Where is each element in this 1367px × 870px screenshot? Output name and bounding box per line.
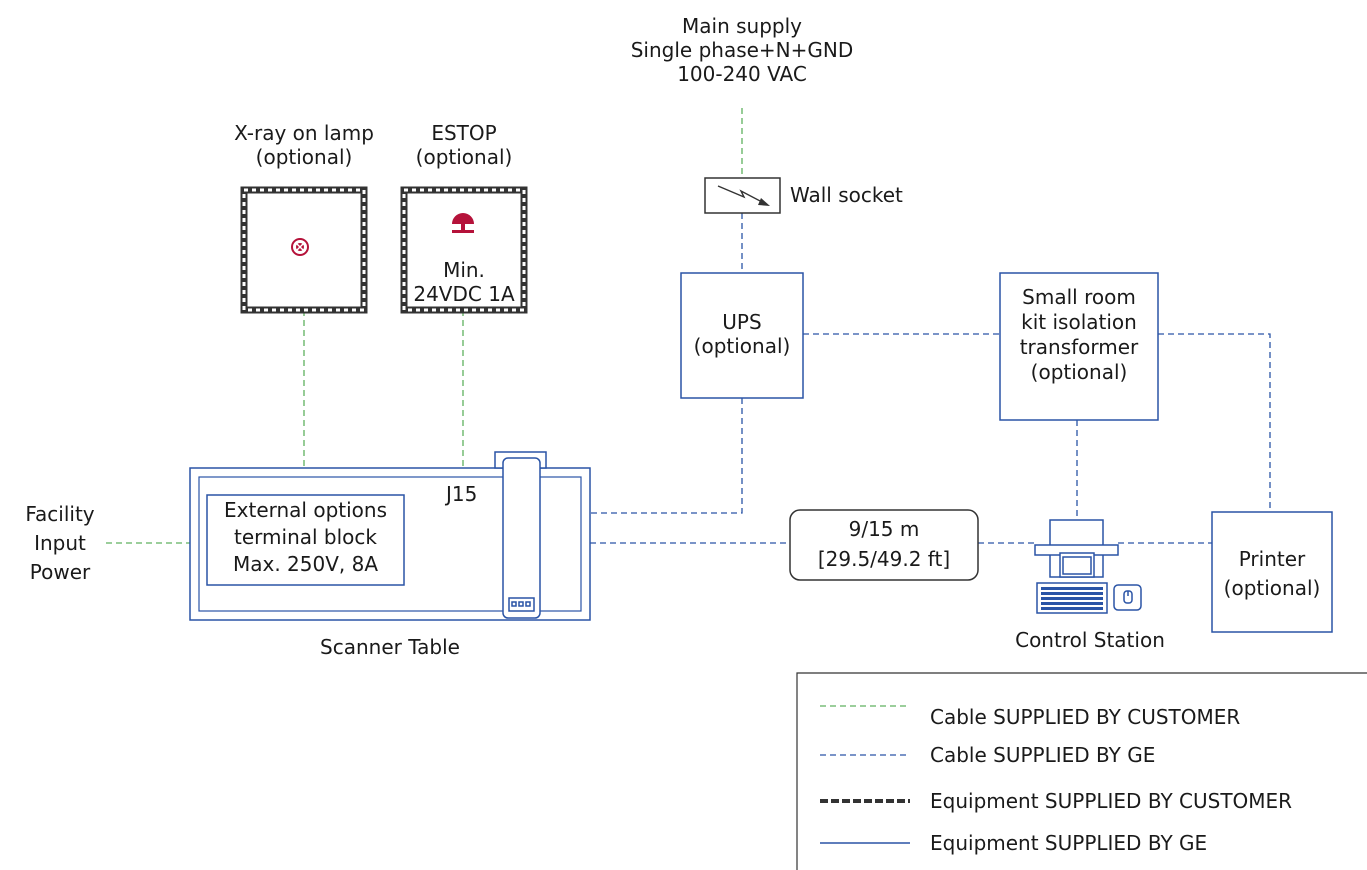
cable-length-line2: [29.5/49.2 ft] [817,547,951,571]
xray-lamp-label: X-ray on lamp (optional) [204,121,404,169]
estop-rating-line1: Min. [443,258,485,282]
xray-lamp-box [240,186,368,314]
scanner-table-label: Scanner Table [320,635,460,659]
facility-power-line2: Input [34,531,86,555]
facility-power-line1: Facility [25,502,95,526]
estop-rating-line2: 24VDC 1A [413,282,515,306]
xray-lamp-icon [291,238,309,256]
facility-power-label: Facility Input Power [10,500,110,587]
transformer-line1: Small room [1022,285,1136,309]
printer-label: Printer (optional) [1212,545,1332,603]
ups-box [680,272,804,399]
terminal-block-line3: Max. 250V, 8A [232,552,379,576]
j15-label: J15 [446,482,478,506]
printer-box [1211,511,1333,633]
cable-length-line1: 9/15 m [848,517,920,541]
wall-socket-icon [704,177,781,214]
scanner-gantry [494,451,547,619]
printer-line2: (optional) [1223,576,1321,600]
cable-length-label: 9/15 m [29.5/49.2 ft] [790,514,978,574]
legend-label-customer-equipment: Equipment SUPPLIED BY CUSTOMER [930,789,1293,813]
terminal-block-line2: terminal block [234,525,377,549]
ups-label: UPS (optional) [681,310,803,358]
estop-line2: (optional) [415,145,513,169]
transformer-line2: kit isolation [1021,310,1137,334]
transformer-line3: transformer [1019,335,1139,359]
printer-line1: Printer [1238,547,1306,571]
main-supply-line3: 100-240 VAC [677,62,807,86]
wall-socket-label: Wall socket [790,183,903,207]
cable-ups-to-scanner [590,398,743,514]
main-supply-line2: Single phase+N+GND [630,38,854,62]
estop-rating: Min. 24VDC 1A [404,258,524,306]
transformer-label: Small room kit isolation transformer (op… [1000,285,1158,385]
transformer-line4: (optional) [1030,360,1128,384]
scanner-table-inner [198,476,582,612]
terminal-block-label: External options terminal block Max. 250… [207,497,404,578]
estop-icon [452,213,474,233]
cable-transformer-to-printer [1158,333,1271,512]
legend-label-customer-cable: Cable SUPPLIED BY CUSTOMER [930,705,1241,729]
legend-label-ge-cable: Cable SUPPLIED BY GE [930,743,1156,767]
main-supply-label: Main supply Single phase+N+GND 100-240 V… [592,14,892,86]
estop-label: ESTOP (optional) [384,121,544,169]
estop-line1: ESTOP [431,121,497,145]
cable-length-box [789,509,979,581]
keyboard-keys [1041,587,1103,610]
transformer-box [999,272,1159,421]
ups-line1: UPS [722,310,762,334]
xray-lamp-line1: X-ray on lamp [234,121,374,145]
legend-label-ge-equipment: Equipment SUPPLIED BY GE [930,831,1208,855]
terminal-block-line1: External options [224,498,387,522]
main-supply-line1: Main supply [682,14,802,38]
terminal-block-box [206,494,405,586]
control-station-label: Control Station [1015,628,1165,652]
xray-lamp-line2: (optional) [255,145,353,169]
ups-line2: (optional) [693,334,791,358]
estop-box [400,186,528,314]
legend-box [796,672,1367,870]
facility-power-line3: Power [29,560,91,584]
